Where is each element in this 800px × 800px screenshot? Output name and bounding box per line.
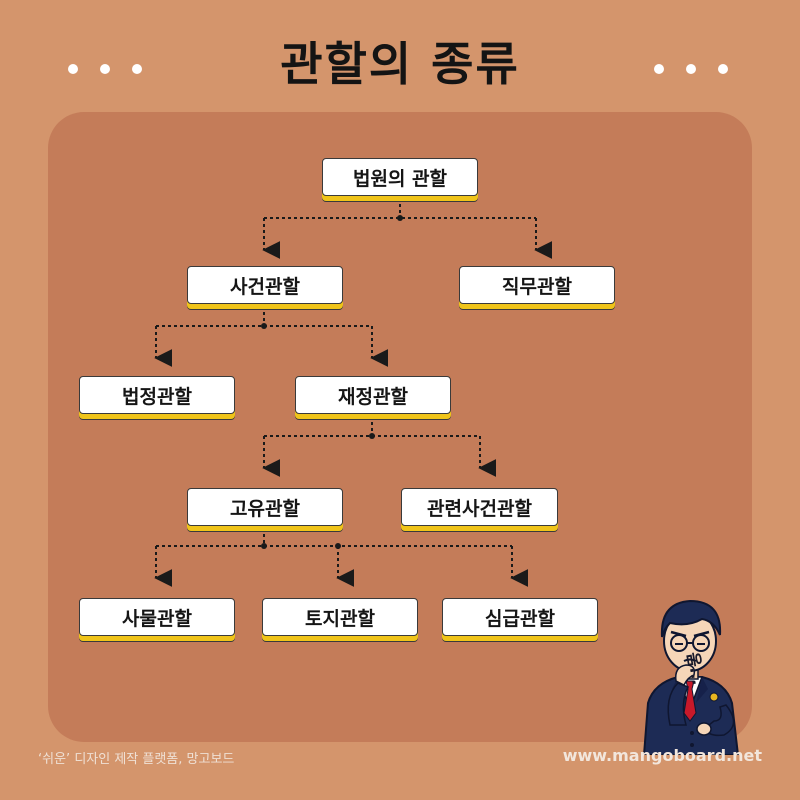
connector-court-to-case-duty [262, 198, 553, 259]
connector-inherent-to-three [154, 528, 529, 587]
footer-tagline: ‘쉬운’ 디자인 제작 플랫폼, 망고보드 [38, 752, 235, 767]
node-case-jurisdiction: 사건관할 [187, 266, 343, 304]
lawyer-character-illustration [642, 599, 740, 755]
footer-website: www.mangoboard.net [562, 746, 762, 765]
node-discretionary-jurisdiction: 재정관할 [295, 376, 451, 414]
node-instance-jurisdiction: 심급관할 [442, 598, 598, 636]
node-territorial-jurisdiction: 토지관할 [262, 598, 418, 636]
connector-discretionary-to-inherent-related [262, 416, 497, 477]
node-related-case-jurisdiction: 관련사건관할 [401, 488, 558, 526]
decorative-dots-left [68, 64, 142, 74]
node-duty-jurisdiction: 직무관할 [459, 266, 615, 304]
node-subject-matter-jurisdiction: 사물관할 [79, 598, 235, 636]
decorative-dots-right [654, 64, 728, 74]
node-inherent-jurisdiction: 고유관할 [187, 488, 343, 526]
connector-case-to-statutory-discretionary [154, 306, 389, 367]
page-title: 관할의 종류 [280, 37, 520, 91]
node-statutory-jurisdiction: 법정관할 [79, 376, 235, 414]
node-court-jurisdiction: 법원의 관할 [322, 158, 478, 196]
